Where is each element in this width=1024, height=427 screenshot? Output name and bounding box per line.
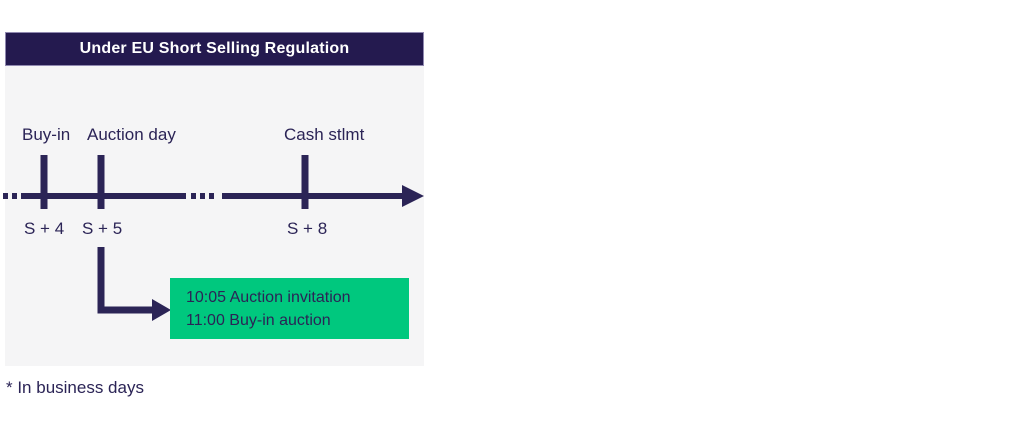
day-label-s8: S + 8 <box>287 219 328 238</box>
event-label-auction-day: Auction day <box>87 125 176 144</box>
header-bar: Under EU Short Selling Regulation <box>5 32 424 66</box>
auction-callout-box: 10:05 Auction invitation 11:00 Buy-in au… <box>170 278 409 339</box>
day-label-s4: S + 4 <box>24 219 65 238</box>
header-title: Under EU Short Selling Regulation <box>79 40 350 57</box>
callout-line-auction: 11:00 Buy-in auction <box>186 312 331 329</box>
callout-line-invitation: 10:05 Auction invitation <box>186 289 351 306</box>
event-label-buy-in: Buy-in <box>22 125 71 144</box>
day-label-s5: S + 5 <box>82 219 123 238</box>
event-label-cash-settlement: Cash stlmt <box>284 125 365 144</box>
footnote: * In business days <box>6 378 144 397</box>
